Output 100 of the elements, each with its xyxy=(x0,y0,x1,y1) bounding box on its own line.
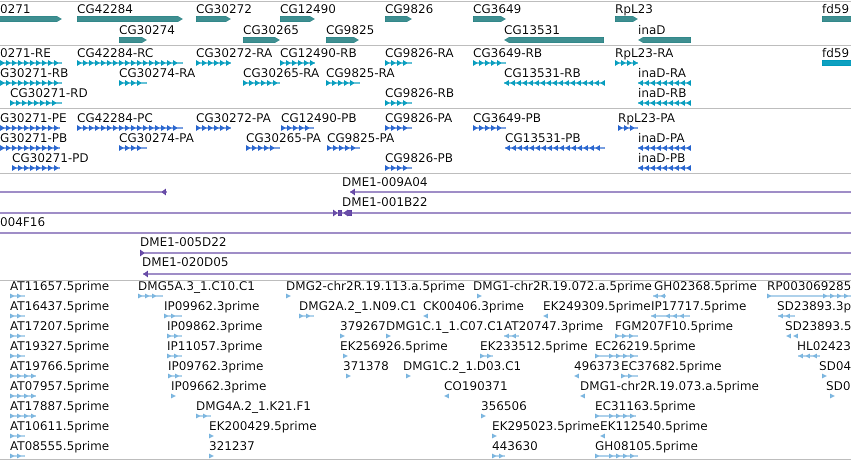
feature-label: CO190371 xyxy=(444,379,508,393)
feature-label: fd59 xyxy=(822,46,850,60)
feature-label: 443630 xyxy=(492,439,538,453)
feature-label: 371378 xyxy=(343,359,389,373)
feature-label: CG9825 xyxy=(326,23,374,37)
feature-label: CG12490-PB xyxy=(281,111,357,125)
feature-label: IP11057.3prime xyxy=(167,339,262,353)
feature-label: IP09662.3prime xyxy=(171,379,266,393)
feature-label: CG30274-PA xyxy=(119,131,194,145)
feature-label: EC31163.5prime xyxy=(595,399,696,413)
feature-label: DMG2-chr2R.19.113.a.5prime xyxy=(286,279,465,293)
feature-label: CG30271-RD xyxy=(10,86,88,100)
feature-label: GH02368.5prime xyxy=(654,279,757,293)
feature-label: EC37682.5prime xyxy=(621,359,722,373)
feature-label: CG3649-PB xyxy=(473,111,542,125)
feature-label: RpL23 xyxy=(615,2,653,16)
feature-label: CG30272-RA xyxy=(196,46,272,60)
feature-label: EK112540.5prime xyxy=(600,419,708,433)
feature-label: DMG1C.1_1.C07.C1 xyxy=(386,319,504,333)
feature-label: CK00406.3prime xyxy=(423,299,524,313)
feature-label: 496373 xyxy=(574,359,620,373)
feature-label: 356506 xyxy=(481,399,527,413)
feature-label: DMG2A.2_1.N09.C1 xyxy=(299,299,416,313)
feature-label: AT17887.5prime xyxy=(10,399,110,413)
feature-label: AT19327.5prime xyxy=(10,339,110,353)
feature-label: CG30274-RA xyxy=(119,66,196,80)
feature-label: SD04 xyxy=(819,359,851,373)
feature-label: RpL23-RA xyxy=(615,46,674,60)
feature-label: HL02423 xyxy=(797,339,851,353)
feature-label: AT07957.5prime xyxy=(10,379,110,393)
feature-label: CG9826-RA xyxy=(385,46,454,60)
feature-label: CG9826-PB xyxy=(385,151,454,165)
clone-label: DME1-005D22 xyxy=(140,235,227,249)
feature-label: DMG1-chr2R.19.072.a.5prime xyxy=(473,279,652,293)
feature-label: CG12490 xyxy=(280,2,336,16)
feature-label: SD23893.3p xyxy=(777,299,851,313)
feature-label: IP17717.5prime xyxy=(651,299,746,313)
feature-label: CG30272-PA xyxy=(196,111,271,125)
feature-label: 379267 xyxy=(340,319,386,333)
feature-label: CG9826-RB xyxy=(385,86,454,100)
feature-label: 0271 xyxy=(0,2,31,16)
feature-label: EK256926.5prime xyxy=(340,339,448,353)
feature-label: CG9826 xyxy=(385,2,434,16)
feature-label: CG9826-PA xyxy=(385,111,452,125)
feature-label: CG30265-PA xyxy=(246,131,321,145)
feature-label: EK249309.5prime xyxy=(543,299,651,313)
feature-label: RP003069285 xyxy=(767,279,851,293)
feature-label: CG9825-PA xyxy=(327,131,394,145)
feature-label: AT11657.5prime xyxy=(10,279,110,293)
clone-label: DME1-020D05 xyxy=(142,255,229,269)
feature-label: DMG1-chr2R.19.073.a.5prime xyxy=(580,379,759,393)
feature-label: fd59 xyxy=(822,2,850,16)
feature-label: AT19766.5prime xyxy=(10,359,110,373)
feature-label: EK200429.5prime xyxy=(209,419,317,433)
feature-label: DMG5A.3_1.C10.C1 xyxy=(138,279,255,293)
feature-label: CG30265-RA xyxy=(243,66,320,80)
feature-label: CG3649 xyxy=(473,2,522,16)
feature-label: CG13531-RB xyxy=(504,66,581,80)
feature-label: inaD-RB xyxy=(638,86,686,100)
feature-label: GH08105.5prime xyxy=(595,439,698,453)
feature-label: CG13531 xyxy=(504,23,560,37)
feature-label: G30271-RB xyxy=(0,66,68,80)
feature-label: EC26219.5prime xyxy=(595,339,696,353)
feature-label: 321237 xyxy=(209,439,255,453)
feature-label: CG30272 xyxy=(196,2,252,16)
feature-label: IP09962.3prime xyxy=(164,299,260,313)
clone-label: 004F16 xyxy=(0,215,46,229)
feature-label: CG3649-RB xyxy=(473,46,542,60)
feature-label: RpL23-PA xyxy=(618,111,675,125)
feature-label: 0271-RE xyxy=(0,46,51,60)
feature-label: EK295023.5prime xyxy=(492,419,600,433)
feature-label: AT08555.5prime xyxy=(10,439,110,453)
feature-label: inaD-PA xyxy=(638,131,685,145)
feature-label: CG12490-RB xyxy=(280,46,357,60)
feature-label: CG9825-RA xyxy=(326,66,395,80)
feature-label: AT17207.5prime xyxy=(10,319,110,333)
feature-label: G30271-PB xyxy=(0,131,68,145)
feature-label: inaD xyxy=(638,23,666,37)
clone-label: DME1-009A04 xyxy=(342,175,428,189)
feature-label: G30271-PE xyxy=(0,111,67,125)
feature-label: CG30265 xyxy=(243,23,299,37)
feature-label: inaD-RA xyxy=(638,66,686,80)
feature-label: EK233512.5prime xyxy=(480,339,588,353)
feature-label: SD23893.5 xyxy=(785,319,851,333)
feature-label: DMG1C.2_1.D03.C1 xyxy=(403,359,522,373)
feature-label: FGM207F10.5prime xyxy=(615,319,734,333)
feature-label: CG30274 xyxy=(119,23,175,37)
feature-label: IP09862.3prime xyxy=(167,319,262,333)
feature-label: IP09762.3prime xyxy=(168,359,264,373)
feature-label: CG13531-PB xyxy=(505,131,581,145)
feature-label: AT16437.5prime xyxy=(10,299,110,313)
feature-label: CG42284-PC xyxy=(77,111,153,125)
feature-label: SD0 xyxy=(826,379,850,393)
feature-label: CG30271-PD xyxy=(12,151,89,165)
feature-label: AT20747.3prime xyxy=(504,319,604,333)
feature-label: inaD-PB xyxy=(638,151,686,165)
feature-label: CG42284 xyxy=(77,2,133,16)
clone-label: DME1-001B22 xyxy=(342,195,428,209)
feature-label: CG42284-RC xyxy=(77,46,154,60)
feature-label: AT10611.5prime xyxy=(10,419,110,433)
